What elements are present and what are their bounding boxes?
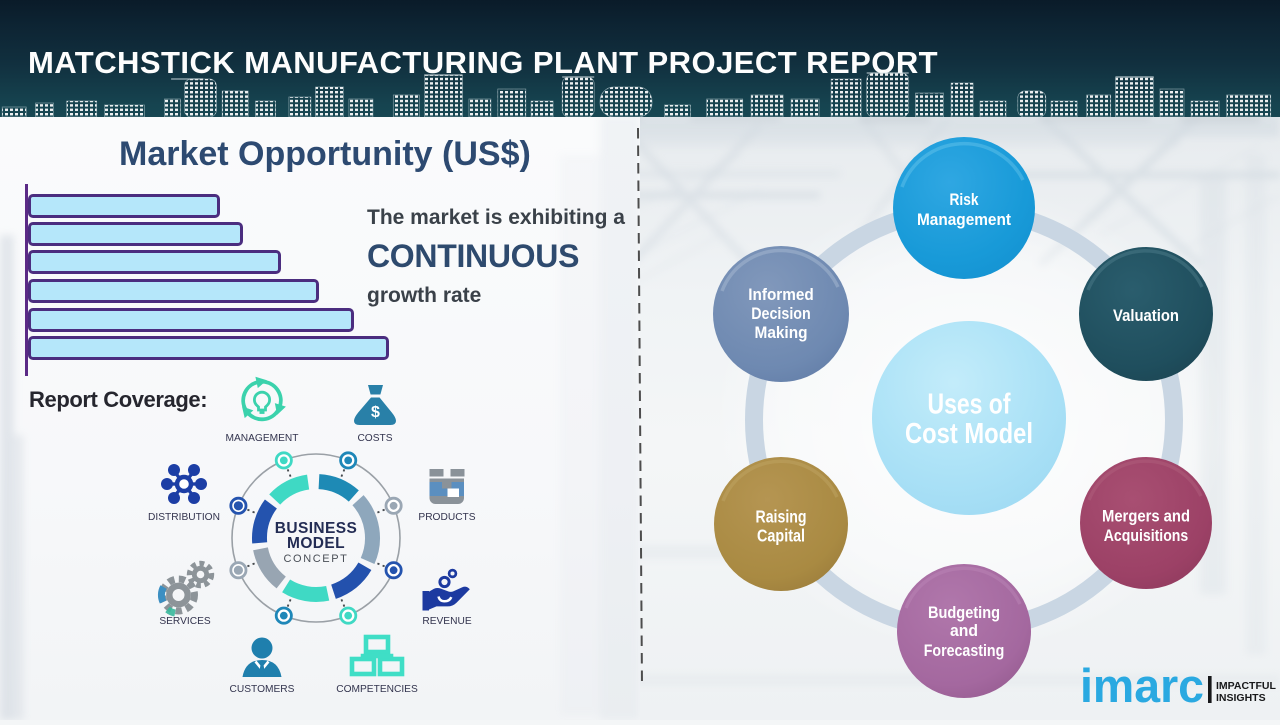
svg-text:Forecasting: Forecasting [924, 641, 1005, 660]
svg-text:Budgeting: Budgeting [928, 603, 1000, 622]
svg-text:COMPETENCIES: COMPETENCIES [336, 684, 418, 695]
svg-text:Decision: Decision [751, 304, 811, 323]
svg-text:Valuation: Valuation [1113, 306, 1179, 325]
svg-text:Capital: Capital [757, 525, 805, 545]
svg-text:IMPACTFUL: IMPACTFUL [1216, 680, 1276, 692]
svg-text:imarc: imarc [1080, 659, 1204, 712]
svg-text:Risk: Risk [950, 191, 980, 209]
svg-text:REVENUE: REVENUE [422, 616, 471, 627]
svg-text:BUSINESS: BUSINESS [275, 520, 357, 537]
svg-text:Making: Making [755, 323, 808, 342]
svg-text:Mergers and: Mergers and [1102, 506, 1190, 525]
svg-text:and: and [950, 621, 978, 640]
svg-text:COSTS: COSTS [357, 433, 392, 444]
svg-text:Management: Management [917, 211, 1011, 229]
svg-text:CONCEPT: CONCEPT [284, 553, 349, 565]
svg-text:MANAGEMENT: MANAGEMENT [225, 433, 298, 444]
svg-text:$: $ [371, 404, 380, 421]
svg-text:SERVICES: SERVICES [159, 616, 211, 627]
svg-text:DISTRIBUTION: DISTRIBUTION [148, 512, 220, 523]
svg-text:MODEL: MODEL [287, 535, 345, 552]
svg-text:PRODUCTS: PRODUCTS [418, 512, 475, 523]
svg-text:INSIGHTS: INSIGHTS [1216, 692, 1266, 704]
svg-text:CUSTOMERS: CUSTOMERS [230, 684, 295, 695]
svg-text:Cost Model: Cost Model [905, 418, 1033, 450]
svg-text:Uses of: Uses of [928, 389, 1011, 421]
svg-text:Acquisitions: Acquisitions [1104, 526, 1189, 545]
svg-text:Informed: Informed [748, 285, 814, 304]
svg-text:Raising: Raising [756, 507, 807, 527]
